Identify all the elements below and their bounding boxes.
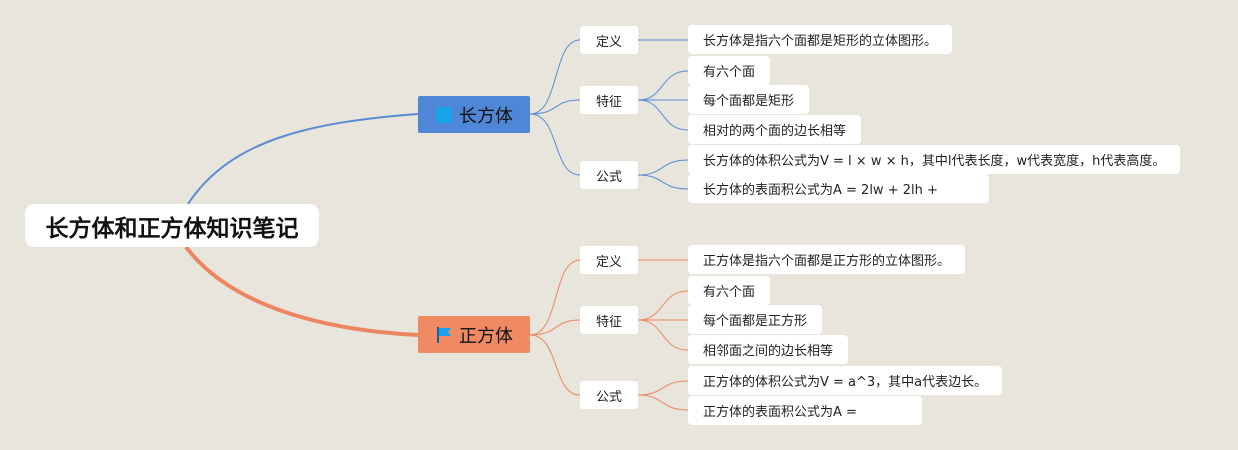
category-cuboid-formulas[interactable]: 公式 (580, 161, 638, 189)
leaf-text: 每个面都是矩形 (703, 94, 795, 109)
branch-cuboid[interactable]: 长方体 (418, 96, 530, 133)
link-blue-form-leaf-1 (637, 159, 689, 176)
square-marker-icon (436, 106, 452, 123)
leaf-cuboid-definition[interactable]: 长方体是指六个面都是矩形的立体图形。 (688, 25, 953, 54)
root-topic[interactable]: 长方体和正方体知识笔记 (25, 204, 319, 247)
branch-cube[interactable]: 正方体 (418, 316, 530, 353)
link-root-blue (187, 113, 419, 205)
category-cuboid-definition[interactable]: 定义 (580, 26, 638, 54)
leaf-text: 长方体是指六个面都是矩形的立体图形。 (703, 34, 938, 49)
leaf-text: 相对的两个面的边长相等 (703, 124, 847, 139)
link-orange-form-leaf-2 (637, 394, 689, 411)
category-label: 特征 (595, 94, 622, 110)
leaf-cuboid-formula-1[interactable]: 长方体的体积公式为V = l × w × h，其中l代表长度，w代表宽度，h代表… (688, 145, 1181, 174)
link-blue-feat-leaf-1 (637, 70, 689, 101)
leaf-cube-feature-2[interactable]: 每个面都是正方形 (688, 305, 823, 334)
leaf-cuboid-feature-3[interactable]: 相对的两个面的边长相等 (688, 115, 862, 144)
leaf-cuboid-feature-2[interactable]: 每个面都是矩形 (688, 85, 810, 114)
link-orange-feat-leaf-1 (637, 290, 689, 321)
category-cube-features[interactable]: 特征 (580, 306, 638, 334)
link-orange-form-leaf-1 (637, 380, 689, 396)
link-blue-form (529, 113, 581, 176)
root-topic-label: 长方体和正方体知识笔记 (45, 215, 299, 242)
leaf-cuboid-feature-1[interactable]: 有六个面 (688, 56, 771, 85)
flag-icon (437, 326, 451, 343)
category-label: 公式 (595, 389, 622, 405)
category-label: 定义 (595, 34, 622, 50)
category-label: 公式 (595, 169, 622, 185)
leaf-text: 相邻面之间的边长相等 (703, 344, 834, 359)
link-orange-def (529, 259, 581, 336)
link-blue-feat (529, 99, 581, 115)
branch-cuboid-label: 长方体 (459, 105, 513, 127)
link-orange-feat (529, 319, 581, 336)
leaf-cuboid-formula-2[interactable]: 长方体的表面积公式为A = 2lw + 2lh + (688, 174, 989, 203)
leaf-text: 有六个面 (703, 285, 756, 300)
leaf-cube-formula-1[interactable]: 正方体的体积公式为V = a^3，其中a代表边长。 (688, 366, 1003, 395)
category-label: 特征 (595, 314, 622, 330)
link-orange-form (529, 334, 581, 396)
leaf-text: 正方体的表面积公式为A = (703, 405, 857, 420)
category-cube-formulas[interactable]: 公式 (580, 381, 638, 409)
link-orange-feat-leaf-3 (637, 319, 689, 351)
leaf-cube-definition[interactable]: 正方体是指六个面都是正方形的立体图形。 (688, 245, 966, 274)
link-blue-def (529, 39, 581, 115)
leaf-text: 长方体的体积公式为V = l × w × h，其中l代表长度，w代表宽度，h代表… (703, 154, 1166, 169)
category-label: 定义 (595, 254, 622, 270)
branch-cube-label: 正方体 (459, 325, 513, 347)
leaf-text: 正方体的体积公式为V = a^3，其中a代表边长。 (703, 375, 988, 390)
leaf-text: 长方体的表面积公式为A = 2lw + 2lh + (703, 183, 938, 198)
leaf-cube-feature-3[interactable]: 相邻面之间的边长相等 (688, 335, 849, 364)
category-cuboid-features[interactable]: 特征 (580, 86, 638, 114)
leaf-text: 每个面都是正方形 (703, 314, 808, 329)
link-root-orange (184, 245, 419, 337)
category-cube-definition[interactable]: 定义 (580, 246, 638, 274)
leaf-cube-formula-2[interactable]: 正方体的表面积公式为A = (688, 396, 922, 425)
leaf-cube-feature-1[interactable]: 有六个面 (688, 276, 771, 305)
leaf-text: 正方体是指六个面都是正方形的立体图形。 (703, 254, 951, 269)
leaf-text: 有六个面 (703, 65, 756, 80)
link-blue-feat-leaf-3 (637, 99, 689, 131)
link-blue-form-leaf-2 (637, 174, 689, 190)
